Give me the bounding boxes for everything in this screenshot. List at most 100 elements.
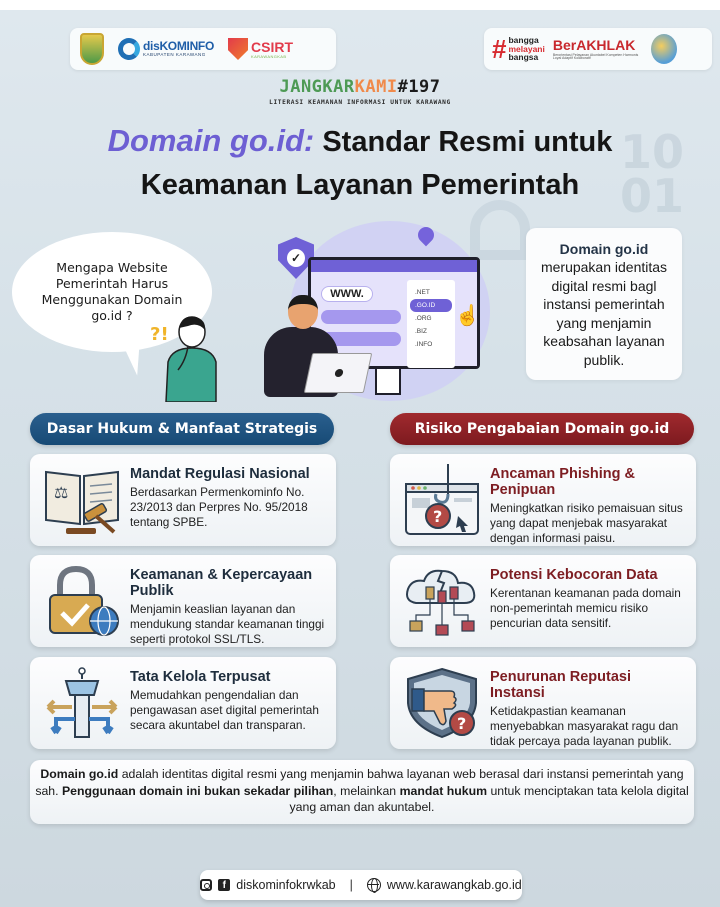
- series-number: #197: [397, 77, 441, 97]
- card-title: Tata Kelola Terpusat: [130, 669, 271, 685]
- law-book-gavel-icon: ⚖: [45, 470, 119, 534]
- website-link[interactable]: www.karawangkab.go.id: [386, 878, 522, 892]
- summary-bold-2: Penggunaan domain ini bukan sekadar pili…: [61, 783, 334, 798]
- tld-option: .NET: [415, 289, 430, 296]
- card-kebocoran-data: Potensi Kebocoran Data Kerentanan keaman…: [390, 555, 696, 647]
- card-title: Ancaman Phishing & Penipuan: [490, 466, 636, 498]
- csirt-shield-icon: [228, 38, 248, 60]
- bangga-line2: melayani: [508, 43, 545, 54]
- definition-body: merupakan identitas digital resmi bagl i…: [540, 259, 668, 368]
- control-tower-icon: [46, 667, 118, 738]
- card-body: Memudahkan pengendalian dan pengawasan a…: [130, 688, 319, 732]
- partner-logos-left: disKOMINFO KABUPATEN KARAWANG CSIRT KARA…: [70, 28, 336, 70]
- diskominfo-sub: KABUPATEN KARAWANG: [143, 52, 206, 58]
- question-speech-bubble: Mengapa Website Pemerintah Harus Menggun…: [12, 232, 212, 352]
- berakhlak-name: BerAKHLAK: [552, 36, 636, 53]
- card-phishing: ? Ancaman Phishing & Penipuan Meningkatk…: [390, 454, 696, 546]
- shield-thumbs-down-icon: ?: [407, 667, 477, 739]
- card-body: Meningkatkan risiko pemaisuan situs yang…: [490, 501, 683, 545]
- browser-bar: [311, 260, 477, 272]
- card-keamanan-kepercayaan: Keamanan & Kepercayaan Publik Menjamin k…: [30, 555, 336, 647]
- card-body: Ketidakpastian keamanan menyebabkan masy…: [490, 704, 679, 748]
- pointer-hand-icon: ☝: [455, 305, 480, 327]
- monitor-stand: [375, 369, 401, 395]
- berakhlak-logo: BerAKHLAK Berorientasi Pelayanan Akuntab…: [553, 38, 643, 61]
- kominfo-ring-icon: [118, 38, 140, 60]
- thinking-person-icon: ?!: [150, 316, 217, 402]
- summary-bold-1: Domain go.id: [40, 767, 119, 781]
- berakhlak-tagline: Berorientasi Pelayanan Akuntabel Kompete…: [552, 52, 639, 60]
- svg-text:?!: ?!: [150, 324, 169, 345]
- series-header: JANGKARKAMI#197 LITERASI KEAMANAN INFORM…: [0, 77, 720, 106]
- csirt-logo: CSIRT KARAWANGKAB: [228, 38, 293, 60]
- cloud-data-leak-icon: [406, 569, 476, 636]
- section-header-risks: Risiko Pengabaian Domain go.id: [390, 413, 694, 445]
- person-head: [288, 295, 318, 329]
- phishing-hook-icon: ?: [405, 464, 479, 535]
- series-title-part2: KAMI: [354, 77, 398, 97]
- section-header-legal-basis: Dasar Hukum & Manfaat Strategis: [30, 413, 334, 445]
- question-text: Mengapa Website Pemerintah Harus Menggun…: [41, 260, 183, 323]
- card-mandat-regulasi: ⚖ Mandat Regulasi Nasional Berdasarkan P…: [30, 454, 336, 546]
- page-title: Domain go.id: Standar Resmi untuk Keaman…: [0, 122, 720, 209]
- tld-dropdown: .NET .GO.ID .ORG .BIZ .INFO: [407, 280, 455, 368]
- instagram-icon[interactable]: [200, 879, 213, 891]
- bangga-line1: bangga: [508, 34, 539, 45]
- placeholder-bar: [321, 310, 401, 324]
- tld-option: .INFO: [415, 341, 433, 348]
- diskominfo-logo: disKOMINFO KABUPATEN KARAWANG: [118, 38, 214, 60]
- csirt-name: CSIRT: [251, 38, 293, 55]
- tld-option: .ORG: [415, 315, 432, 322]
- diskominfo-name: disKOMINFO: [143, 39, 214, 54]
- summary-text-3: untuk menciptakan tata kelola digital ya…: [289, 783, 689, 815]
- laptop-icon: [303, 353, 373, 393]
- title-accent: Domain go.id:: [107, 123, 315, 158]
- svg-text:⚖: ⚖: [54, 485, 68, 502]
- facebook-icon[interactable]: f: [218, 879, 231, 891]
- tld-option: .BIZ: [415, 328, 427, 335]
- bangga-melayani-logo: # bangga melayani bangsa: [492, 33, 545, 64]
- summary-box: Domain go.id adalah identitas digital re…: [30, 760, 694, 824]
- svg-text:?: ?: [457, 714, 466, 733]
- tld-option-selected: .GO.ID: [410, 299, 452, 312]
- csirt-sub: KARAWANGKAB: [251, 53, 287, 59]
- title-line2: Keamanan Layanan Pemerintah: [140, 169, 580, 201]
- card-title: Potensi Kebocoran Data: [490, 567, 658, 583]
- card-body: Menjamin keaslian layanan dan mendukung …: [130, 602, 325, 646]
- summary-text-2: , melainkan: [333, 783, 400, 798]
- hashtag-icon: #: [492, 33, 507, 64]
- card-body: Berdasarkan Permenkominfo No. 23/2013 da…: [130, 485, 308, 529]
- globe-icon: [366, 878, 381, 893]
- checkmark-icon: ✓: [287, 249, 305, 267]
- summary-bold-3: mandat hukum: [399, 783, 488, 798]
- definition-card: Domain go.id merupakan identitas digital…: [526, 228, 682, 380]
- card-title: Keamanan & Kepercayaan Publik: [130, 567, 313, 599]
- lock-decoration: [470, 200, 530, 260]
- monitor-illustration: WWW. .NET .GO.ID .ORG .BIZ .INFO: [308, 257, 480, 369]
- footer-separator: |: [349, 878, 353, 892]
- card-body: Kerentanan keamanan pada domain non-peme…: [490, 586, 681, 630]
- contact-footer: f diskominfokrwkab | www.karawangkab.go.…: [200, 870, 522, 900]
- series-title-part1: JANGKAR: [279, 77, 355, 97]
- card-tata-kelola: Tata Kelola Terpusat Memudahkan pengenda…: [30, 657, 336, 749]
- placeholder-bar: [321, 332, 401, 346]
- social-handle[interactable]: diskominfokrwkab: [236, 878, 336, 892]
- partner-logos-right: # bangga melayani bangsa BerAKHLAK Beror…: [484, 28, 712, 70]
- bangga-line3: bangsa: [508, 52, 539, 63]
- definition-title: Domain go.id: [559, 241, 649, 257]
- svg-text:?: ?: [433, 507, 442, 526]
- padlock-globe-icon: [49, 565, 119, 636]
- hero-illustration: ✓ WWW. .NET .GO.ID .ORG .BIZ .INFO ☝: [250, 215, 510, 405]
- series-subtitle: LITERASI KEAMANAN INFORMASI UNTUK KARAWA…: [269, 99, 451, 106]
- title-line1: Standar Resmi untuk: [314, 126, 613, 158]
- summary-text-1: adalah identitas digital resmi yang menj…: [35, 767, 684, 798]
- card-title: Penurunan Reputasi Instansi: [490, 669, 631, 701]
- card-reputasi: ? Penurunan Reputasi Instansi Ketidakpas…: [390, 657, 696, 749]
- series-title: JANGKARKAMI#197: [0, 77, 720, 97]
- url-prefix: WWW.: [321, 286, 373, 302]
- government-emblem-icon: [650, 34, 677, 64]
- karawang-crest-icon: [80, 33, 104, 65]
- card-title: Mandat Regulasi Nasional: [130, 466, 310, 482]
